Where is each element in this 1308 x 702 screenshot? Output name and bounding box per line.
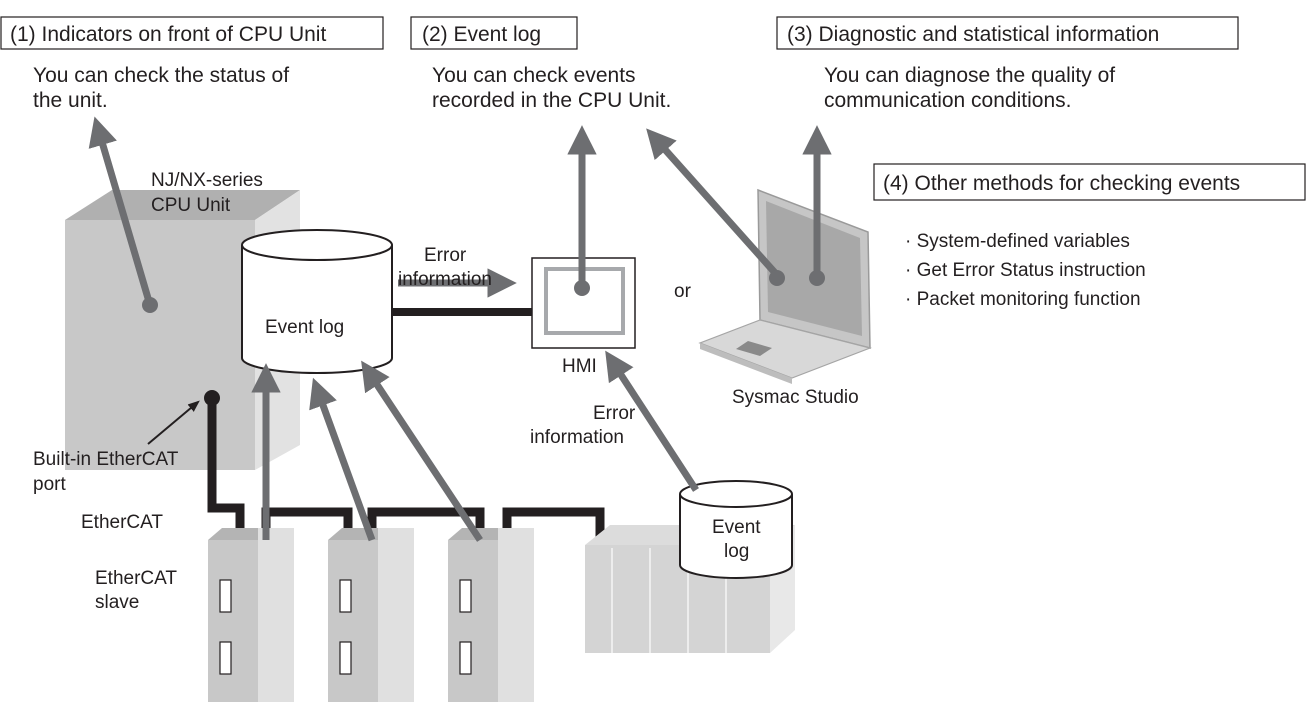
cpu-event-log-cylinder <box>241 229 393 374</box>
builtin-port-label-line1: Built-in EtherCAT <box>33 449 179 470</box>
ethercat-slave-3 <box>448 528 534 702</box>
indicators-description-line1: You can check the status of <box>33 64 289 87</box>
error-info-top-line1: Error <box>424 245 467 266</box>
ethercat-slave-label-line1: EtherCAT <box>95 568 177 589</box>
event-log-description-line1: You can check events <box>432 64 636 87</box>
diagnostics-title-box: (3) Diagnostic and statistical informati… <box>776 16 1239 50</box>
other-methods-item-1: · System-defined variables <box>905 231 1130 252</box>
diagnostics-description-line1: You can diagnose the quality of <box>824 64 1115 87</box>
arrow-slave2-to-log <box>309 377 376 542</box>
builtin-port-dot <box>204 390 220 406</box>
other-methods-title: (4) Other methods for checking events <box>883 172 1240 195</box>
error-info-bottom-line2: information <box>530 427 624 448</box>
device-event-log-label-line2: log <box>724 541 749 562</box>
device-event-log-cylinder <box>679 480 793 579</box>
ethercat-cable <box>207 400 605 540</box>
cpu-event-log-label: Event log <box>265 317 344 338</box>
error-info-bottom-line1: Error <box>593 403 636 424</box>
event-log-title: (2) Event log <box>422 23 541 46</box>
error-info-top-line2: information <box>398 269 492 290</box>
arrow-device-log-to-hmi <box>605 350 699 492</box>
hmi-label: HMI <box>562 356 597 377</box>
diagnostics-description-line2: communication conditions. <box>824 89 1071 112</box>
indicators-description-line2: the unit. <box>33 89 108 112</box>
arrow-origin-dots <box>142 270 825 313</box>
ethercat-label: EtherCAT <box>81 512 163 533</box>
other-methods-item-2: · Get Error Status instruction <box>905 260 1146 281</box>
ethercat-slave-1 <box>208 528 294 702</box>
or-label: or <box>674 281 692 302</box>
builtin-port-label-line2: port <box>33 474 66 495</box>
other-methods-title-box: (4) Other methods for checking events <box>873 163 1306 201</box>
ethercat-slave-label-line2: slave <box>95 592 139 613</box>
cpu-unit-label-line1: NJ/NX-series <box>151 170 263 191</box>
sysmac-studio-label: Sysmac Studio <box>732 387 859 408</box>
other-methods-item-3: · Packet monitoring function <box>905 289 1141 310</box>
builtin-port-pointer <box>147 400 200 445</box>
sysmac-studio-laptop <box>698 188 872 384</box>
indicators-title-box: (1) Indicators on front of CPU Unit <box>0 16 384 50</box>
diagnostics-title: (3) Diagnostic and statistical informati… <box>787 23 1159 46</box>
device-event-log-label-line1: Event <box>712 517 761 538</box>
arrows <box>88 116 832 542</box>
event-log-description-line2: recorded in the CPU Unit. <box>432 89 671 112</box>
arrow-to-indicators <box>88 116 154 306</box>
indicators-title: (1) Indicators on front of CPU Unit <box>10 23 326 46</box>
arrow-slave3-to-log <box>361 360 483 542</box>
cpu-unit-label-line2: CPU Unit <box>151 195 231 216</box>
arrow-laptop-to-event-log <box>646 128 780 278</box>
event-log-title-box: (2) Event log <box>410 16 578 50</box>
ethercat-slave-2 <box>328 528 414 702</box>
